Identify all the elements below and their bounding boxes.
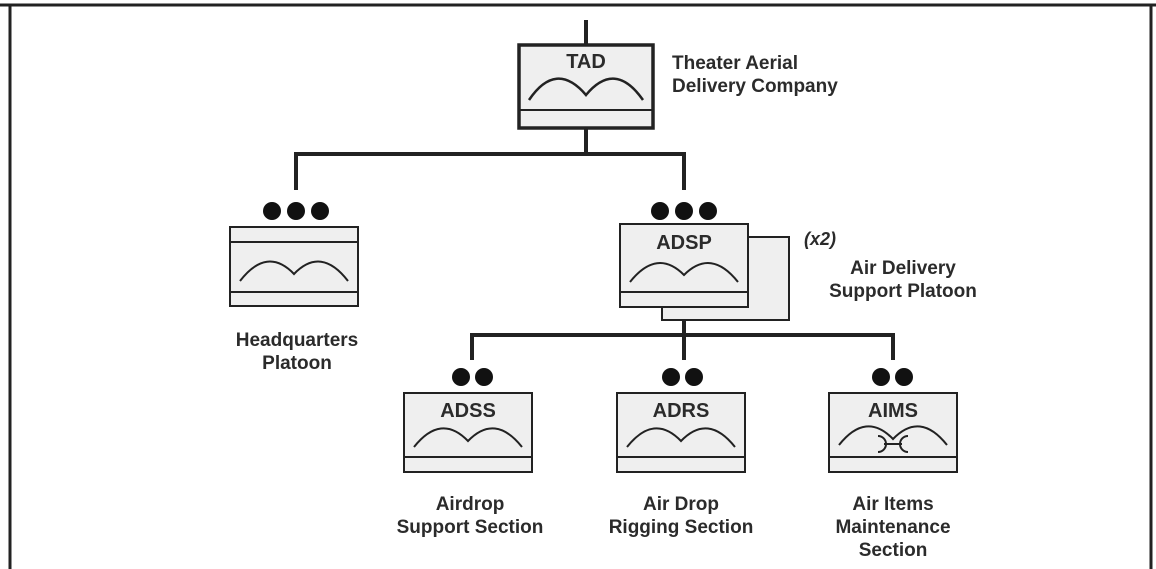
unit-box-hq [229, 226, 359, 307]
unit-abbr-adss: ADSS [440, 400, 496, 422]
unit-box-adss [403, 392, 533, 473]
size-indicator-dots-aims [872, 368, 913, 386]
unit-name-adsp: Air Delivery Support Platoon [829, 258, 977, 302]
aerial-delivery-icon [629, 262, 739, 283]
unit-abbr-adrs: ADRS [652, 400, 710, 422]
unit-abbr-tad: TAD [566, 51, 606, 73]
aerial-delivery-icon [413, 427, 523, 448]
size-indicator-dots-adsp [651, 202, 717, 220]
size-indicator-dots-adrs [662, 368, 703, 386]
unit-name-tad: Theater Aerial Delivery Company [672, 53, 838, 97]
size-indicator-dots-adss [452, 368, 493, 386]
size-indicator-dots-hq [263, 202, 329, 220]
unit-abbr-adsp: ADSP [656, 232, 712, 254]
unit-box-aims [828, 392, 958, 473]
unit-name-adss: Airdrop Support Section [396, 494, 544, 538]
unit-abbr-aims: AIMS [868, 400, 918, 422]
aerial-delivery-icon [527, 77, 645, 101]
connector-lines [294, 20, 895, 360]
unit-box-tad [517, 43, 655, 130]
unit-name-adrs: Air Drop Rigging Section [608, 494, 754, 538]
unit-name-hq: Headquarters Platoon [235, 330, 359, 374]
maintenance-icon [877, 435, 909, 453]
aerial-delivery-icon [838, 425, 948, 446]
unit-name-aims: Air Items Maintenance Section [835, 494, 951, 561]
aerial-delivery-icon [626, 427, 736, 448]
aerial-delivery-icon [239, 260, 349, 282]
unit-box-adrs [616, 392, 746, 473]
unit-multiplier-adsp: (x2) [804, 229, 837, 249]
unit-box-adsp [619, 223, 749, 308]
